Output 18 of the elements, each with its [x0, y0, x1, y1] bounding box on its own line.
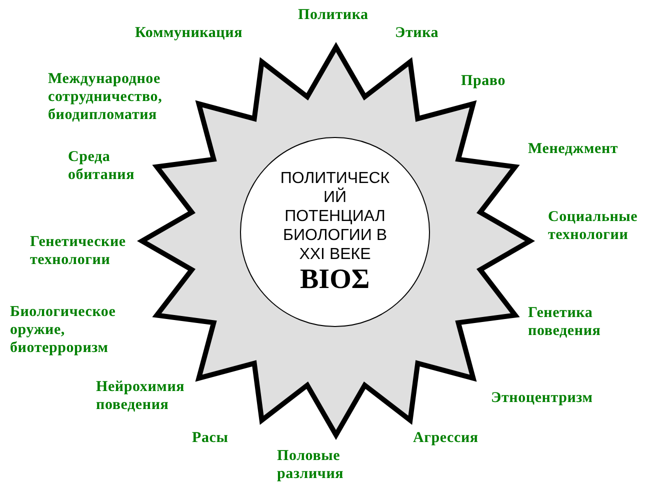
greek-word-heading: ΒΙΟΣ [300, 265, 370, 295]
topic-label: Генетические технологии [30, 233, 126, 269]
topic-label: Биологическое оружие, биотерроризм [10, 303, 116, 357]
topic-label: Этика [395, 24, 439, 42]
center-title: ПОЛИТИЧЕСК ИЙ ПОТЕНЦИАЛ БИОЛОГИИ В XXI ВЕКЕ [279, 169, 391, 264]
topic-label: Социальные технологии [548, 208, 638, 244]
topic-label: Этноцентризм [491, 389, 593, 407]
topic-label: Право [461, 72, 506, 90]
topic-label: Среда обитания [68, 148, 134, 184]
topic-label: Нейрохимия поведения [96, 378, 185, 414]
topic-label: Менеджмент [528, 140, 618, 158]
topic-label: Расы [192, 429, 228, 447]
topic-label: Агрессия [413, 429, 478, 447]
topic-label: Коммуникация [135, 24, 242, 42]
topic-label: Политика [298, 6, 368, 24]
topic-label: Половые различия [277, 447, 344, 483]
topic-label: Международное сотрудничество, биодипломатия [48, 70, 162, 124]
topic-label: Генетика поведения [528, 304, 601, 340]
